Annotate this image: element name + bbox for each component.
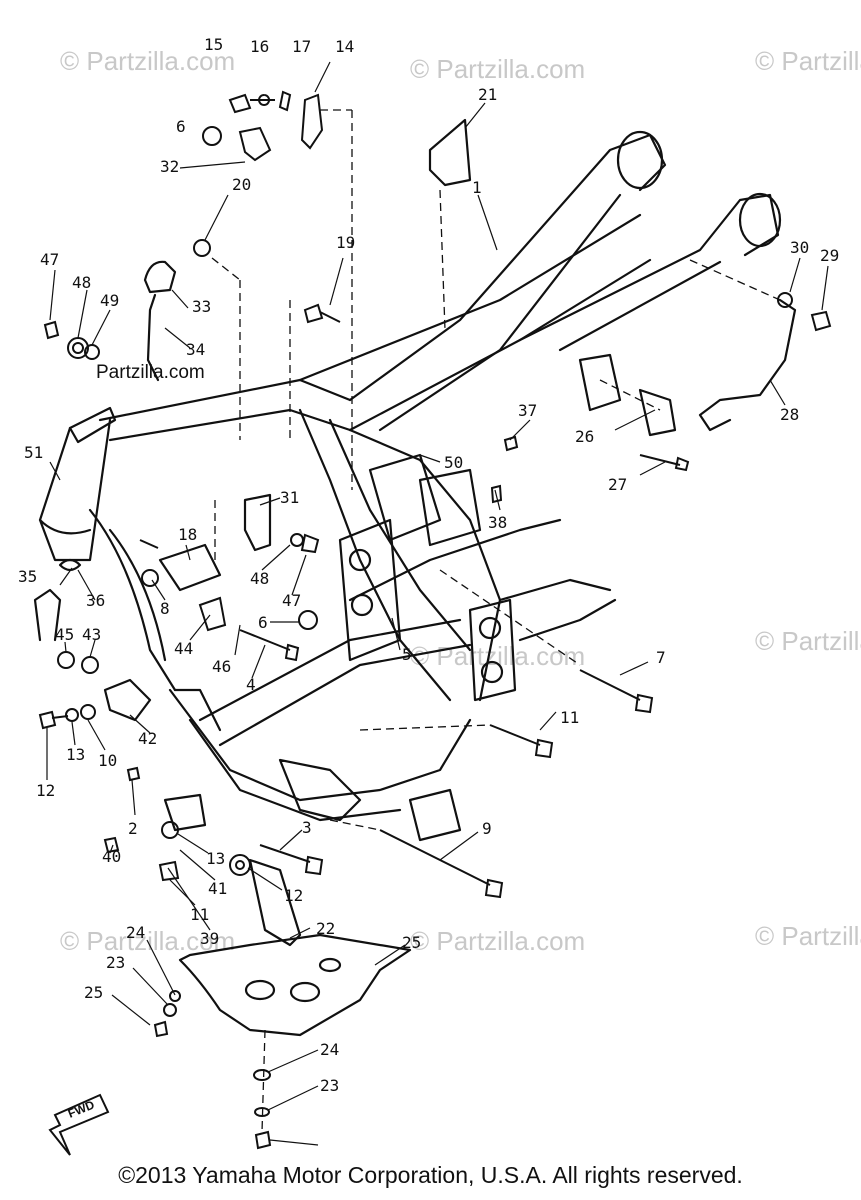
callout-label: 51: [24, 443, 43, 462]
callout-labels: 15 16 17 14 21 6 32 20 1 19 47 48 49 33 …: [18, 35, 839, 1095]
callout-label: 35: [18, 567, 37, 586]
callout-label: 28: [780, 405, 799, 424]
callout-label: 24: [320, 1040, 339, 1059]
callout-label: 10: [98, 751, 117, 770]
callout-label: 47: [282, 591, 301, 610]
callout-label: 20: [232, 175, 251, 194]
callout-label: 12: [284, 886, 303, 905]
callout-label: 37: [518, 401, 537, 420]
callout-label: 6: [258, 613, 268, 632]
watermark: © Partzilla.com: [755, 921, 861, 951]
callout-label: 11: [190, 905, 209, 924]
callout-label: 3: [302, 818, 312, 837]
callout-label: 12: [36, 781, 55, 800]
watermark: © Partzilla.com: [60, 46, 235, 76]
callout-label: 23: [106, 953, 125, 972]
callout-label: 22: [316, 919, 335, 938]
callout-label: 26: [575, 427, 594, 446]
callout-leaders: [46, 61, 829, 1146]
watermark-layer: © Partzilla.com © Partzilla.com © Partzi…: [60, 46, 861, 956]
forward-arrow-icon: FWD: [48, 1093, 110, 1156]
callout-label: 16: [250, 37, 269, 56]
callout-label: 25: [84, 983, 103, 1002]
callout-label: 40: [102, 847, 121, 866]
assembly-lines: [211, 109, 781, 1133]
watermark: © Partzilla.com: [755, 626, 861, 656]
fwd-label: FWD: [66, 1097, 97, 1120]
callout-label: 25: [402, 933, 421, 952]
callout-label: 13: [66, 745, 85, 764]
callout-label: 48: [250, 569, 269, 588]
callout-label: 1: [472, 178, 482, 197]
callout-label: 48: [72, 273, 91, 292]
callout-label: 44: [174, 639, 193, 658]
motorcycle-frame-drawing: [33, 118, 797, 1037]
partzilla-logo: Partzilla.com: [96, 362, 205, 383]
callout-label: 32: [160, 157, 179, 176]
callout-label: 41: [208, 879, 227, 898]
callout-label: 50: [444, 453, 463, 472]
callout-label: 43: [82, 625, 101, 644]
callout-label: 6: [176, 117, 186, 136]
watermark: © Partzilla.com: [755, 46, 861, 76]
callout-label: 4: [246, 675, 256, 694]
callout-label: 36: [86, 591, 105, 610]
callout-label: 34: [186, 340, 205, 359]
callout-label: 17: [292, 37, 311, 56]
callout-label: 21: [478, 85, 497, 104]
callout-label: 46: [212, 657, 231, 676]
watermark: © Partzilla.com: [410, 926, 585, 956]
callout-label: 5: [402, 645, 412, 664]
callout-label: 38: [488, 513, 507, 532]
callout-label: 13: [206, 849, 225, 868]
callout-label: 33: [192, 297, 211, 316]
callout-label: 15: [204, 35, 223, 54]
callout-label: 30: [790, 238, 809, 257]
callout-label: 19: [336, 233, 355, 252]
callout-label: 23: [320, 1076, 339, 1095]
callout-label: 47: [40, 250, 59, 269]
callout-label: 8: [160, 599, 170, 618]
callout-label: 31: [280, 488, 299, 507]
watermark: © Partzilla.com: [410, 54, 585, 84]
callout-label: 24: [126, 923, 145, 942]
fastener-drawing: [38, 90, 832, 1150]
watermark: © Partzilla.com: [410, 641, 585, 671]
callout-label: 9: [482, 819, 492, 838]
callout-label: 2: [128, 819, 138, 838]
callout-label: 18: [178, 525, 197, 544]
callout-label: 14: [335, 37, 354, 56]
callout-label: 42: [138, 729, 157, 748]
callout-label: 39: [200, 929, 219, 948]
callout-label: 7: [656, 648, 666, 667]
callout-label: 27: [608, 475, 627, 494]
callout-label: 11: [560, 708, 579, 727]
callout-label: 49: [100, 291, 119, 310]
copyright-notice: ©2013 Yamaha Motor Corporation, U.S.A. A…: [118, 1162, 743, 1188]
callout-label: 45: [55, 625, 74, 644]
callout-label: 29: [820, 246, 839, 265]
